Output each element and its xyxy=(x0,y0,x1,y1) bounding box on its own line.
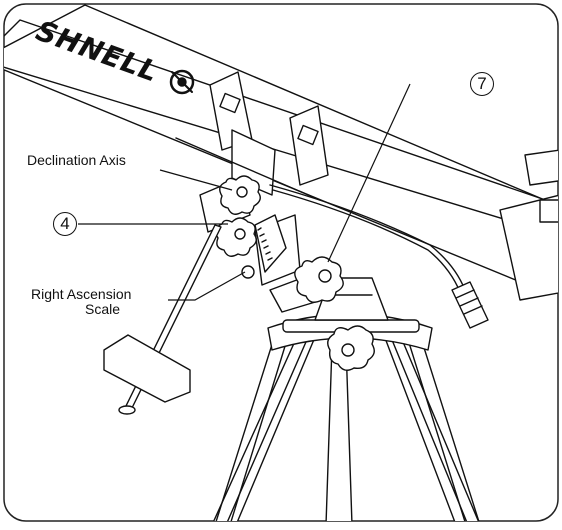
counterweight-shaft xyxy=(103,224,222,415)
leader-7 xyxy=(327,83,411,263)
lock-knob xyxy=(215,217,257,257)
tripod-legs xyxy=(211,329,481,521)
label-declination-axis: Declination Axis xyxy=(27,152,126,168)
leader-ra xyxy=(168,271,246,301)
slow-motion-cable xyxy=(269,184,466,293)
callout-4: 4 xyxy=(53,212,77,236)
declination-knob xyxy=(219,175,261,215)
callout-7: 7 xyxy=(470,72,494,96)
leader-declination xyxy=(159,169,233,191)
tripod-knob xyxy=(327,325,375,371)
label-right-ascension: Right Ascension xyxy=(31,286,132,302)
telescope-tube xyxy=(4,4,558,291)
ra-scale xyxy=(241,214,287,279)
logo-emblem xyxy=(169,69,195,95)
focuser xyxy=(499,149,558,301)
tube-rings xyxy=(209,71,329,186)
label-scale: Scale xyxy=(85,301,121,317)
cable-knob xyxy=(451,281,489,329)
ra-knob xyxy=(294,256,344,303)
